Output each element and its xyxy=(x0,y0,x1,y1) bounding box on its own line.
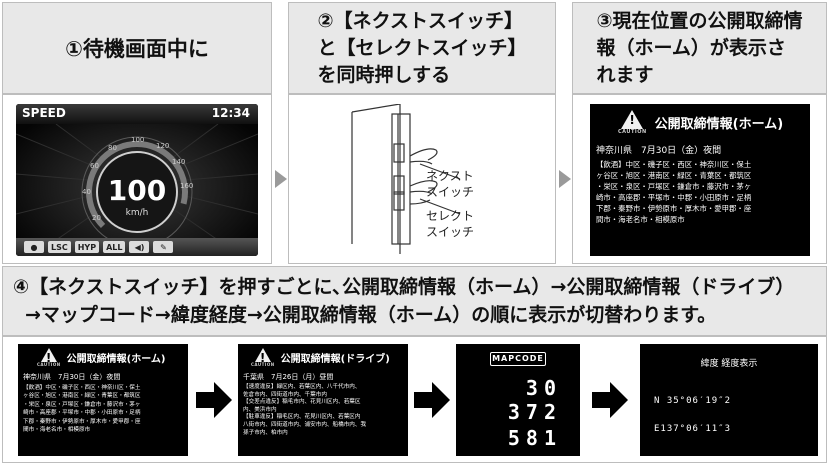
home-info-line: ヶ谷区・旭区・港南区・緑区・青葉区・都筑区 xyxy=(596,171,752,180)
home-info-small-line: ヶ谷区・旭区・港南区・緑区・青葉区・都筑区 xyxy=(23,393,141,400)
latlon-title: 緯度 経度表示 xyxy=(700,359,758,369)
drive-info-title: 公開取締情報(ドライブ) xyxy=(280,354,390,365)
next-switch-label-2: スイッチ xyxy=(426,185,475,199)
settings-icon: ✎ xyxy=(153,241,174,253)
step3-line2: 報（ホーム）が表示さ xyxy=(596,36,786,59)
drive-info-screen: CAUTION 公開取締情報(ドライブ) 千葉県 7月26日（月）昼間 【速度違… xyxy=(238,344,408,456)
volume-icon: ◀) xyxy=(129,241,150,253)
speed-time: 12:34 xyxy=(211,106,250,120)
step2-line2: と【セレクトスイッチ】 xyxy=(317,36,527,59)
step2-frame xyxy=(288,94,556,264)
mapcode-line3: 581 xyxy=(507,426,562,450)
home-info-small-date: 神奈川県 7月30日（金）夜間 xyxy=(23,373,121,381)
lsc-button: LSC xyxy=(48,241,71,253)
drive-info-line: 内、美浜市内 xyxy=(243,406,277,413)
step-arrow-1 xyxy=(275,170,287,188)
step3-header: ③現在位置の公開取締情 報（ホーム）が表示さ れます xyxy=(572,2,827,94)
home-info-small-line: 崎市・高座郡・平塚市・中郡・小田原市・足柄 xyxy=(23,410,141,417)
step4-header: ④【ネクストスイッチ】を押すごとに､公開取締情報（ホーム）→公開取締情報（ドライ… xyxy=(2,266,827,336)
drive-info-date: 千葉県 7月26日（月）昼間 xyxy=(243,373,334,381)
home-info-small-title-row: CAUTION 公開取締情報(ホーム) xyxy=(37,348,183,367)
home-info-line: ・栄区・泉区・戸塚区・鎌倉市・藤沢市・茅ヶ xyxy=(596,182,752,191)
speedometer-gauge xyxy=(81,136,193,248)
caution-icon xyxy=(621,110,644,129)
step-arrow-2 xyxy=(559,170,571,188)
select-switch-label: セレクト スイッチ xyxy=(426,208,474,240)
drive-info-line: 佐倉市内、四街道市内、千葉市内 xyxy=(243,391,327,398)
step4-line1: ④【ネクストスイッチ】を押すごとに､公開取締情報（ホーム）→公開取締情報（ドライ… xyxy=(13,276,795,298)
hyp-button: HYP xyxy=(74,241,100,253)
drive-info-body: 【速度違反】緑区内、若葉区内、八千代市内、 佐倉市内、四街道市内、千葉市内 【交… xyxy=(243,384,403,437)
speed-unit: km/h xyxy=(125,208,149,218)
drive-info-line: 八街市内、四街道市内、浦安市内、船橋市内、我 xyxy=(243,421,367,428)
home-info-line: 下郡・秦野市・伊勢原市・厚木市・愛甲郡・座 xyxy=(596,204,752,213)
home-info-small-line: 間市・海老名市・相模原市 xyxy=(23,427,91,434)
home-info-small-line: ・栄区・泉区・戸塚区・鎌倉市・藤沢市・茅ヶ xyxy=(23,401,141,408)
home-info-small-line: 【飲酒】中区・磯子区・西区・神奈川区・保土 xyxy=(23,385,141,391)
speed-screen: SPEED 12:34 20 40 60 80 100 120 140 160 … xyxy=(16,104,258,256)
mapcode-logo: MAPCODE xyxy=(490,352,546,366)
drive-info-line: 【速度違反】緑区内、若葉区内、八千代市内、 xyxy=(243,384,361,390)
speed-button-bar: ● LSC HYP ALL ◀) ✎ xyxy=(16,238,258,256)
caution-icon xyxy=(254,348,271,365)
next-switch-label: ネクスト スイッチ xyxy=(426,168,474,200)
drive-info-line: 孫子市内、柏市内 xyxy=(243,429,288,436)
gauge-tick-100: 100 xyxy=(131,136,145,144)
home-info-date: 神奈川県 7月30日（金）夜間 xyxy=(596,146,722,156)
speed-top-bar xyxy=(16,104,258,124)
mapcode-screen: MAPCODE 30 372 581 xyxy=(456,344,580,456)
next-switch-label-1: ネクスト xyxy=(426,169,474,183)
latlon-screen: 緯度 経度表示 N 35°06′19″2 E137°06′11″3 xyxy=(640,344,818,456)
latlon-lon: E137°06′11″3 xyxy=(654,424,732,434)
flow-arrow-2 xyxy=(414,382,450,418)
drive-info-title-row: CAUTION 公開取締情報(ドライブ) xyxy=(251,348,403,367)
speed-label: SPEED xyxy=(22,106,66,120)
step3-line3: れます xyxy=(596,63,654,86)
step4-line2: →マップコード→緯度経度→公開取締情報（ホーム）の順に表示が切替わります。 xyxy=(25,304,717,326)
caution-text: CAUTION xyxy=(618,129,647,135)
drive-info-line: 【駐車違反】稲毛区内、花見川区内、若葉区内 xyxy=(243,414,361,421)
caution-icon xyxy=(40,348,57,365)
home-info-small-line: 下郡・秦野市・伊勢原市・厚木市・愛甲郡・座 xyxy=(23,418,141,425)
select-switch-label-2: スイッチ xyxy=(426,225,475,239)
flow-arrow-3 xyxy=(592,382,628,418)
gauge-tick-40: 40 xyxy=(82,188,91,196)
gauge-tick-60: 60 xyxy=(90,162,99,170)
latlon-lat: N 35°06′19″2 xyxy=(654,396,732,406)
step1-text: ①待機画面中に xyxy=(65,37,209,61)
home-info-small-title: 公開取締情報(ホーム) xyxy=(66,354,166,365)
bullet-button: ● xyxy=(24,241,44,253)
step2-line3: を同時押しする xyxy=(317,63,451,86)
device-drawing xyxy=(351,104,461,254)
home-info-title: 公開取締情報(ホーム) xyxy=(654,117,784,132)
home-info-title-row: CAUTION 公開取締情報(ホーム) xyxy=(618,110,804,135)
home-info-line: 【飲酒】中区・磯子区・西区・神奈川区・保土 xyxy=(596,160,752,169)
home-info-body: 【飲酒】中区・磯子区・西区・神奈川区・保土 ヶ谷区・旭区・港南区・緑区・青葉区・… xyxy=(596,159,804,225)
step2-line1: ②【ネクストスイッチ】 xyxy=(317,9,524,32)
select-switch-label-1: セレクト xyxy=(426,209,475,223)
device-illustration: ネクスト スイッチ セレクト スイッチ xyxy=(330,104,530,254)
all-button: ALL xyxy=(103,241,126,253)
home-info-line: 間市・海老名市・相模原市 xyxy=(596,215,685,224)
mapcode-line2: 372 xyxy=(507,400,562,424)
home-info-screen: CAUTION 公開取締情報(ホーム) 神奈川県 7月30日（金）夜間 【飲酒】… xyxy=(590,104,810,256)
gauge-tick-160: 160 xyxy=(180,182,194,190)
home-info-small-screen: CAUTION 公開取締情報(ホーム) 神奈川県 7月30日（金）夜間 【飲酒】… xyxy=(18,344,188,456)
gauge-tick-80: 80 xyxy=(108,144,117,152)
gauge-tick-20: 20 xyxy=(92,214,101,222)
speed-value: 100 xyxy=(107,174,167,207)
flow-arrow-1 xyxy=(196,382,232,418)
step3-line1: ③現在位置の公開取締情 xyxy=(596,9,803,32)
mapcode-line1: 30 xyxy=(525,376,562,400)
gauge-tick-140: 140 xyxy=(172,158,186,166)
drive-info-line: 【交差点違反】稲毛市内、花見川区内、若葉区 xyxy=(243,399,361,406)
step2-header: ②【ネクストスイッチ】 と【セレクトスイッチ】 を同時押しする xyxy=(288,2,556,94)
step1-header: ①待機画面中に xyxy=(2,2,272,94)
gauge-tick-120: 120 xyxy=(156,142,170,150)
home-info-small-body: 【飲酒】中区・磯子区・西区・神奈川区・保土 ヶ谷区・旭区・港南区・緑区・青葉区・… xyxy=(23,384,183,434)
home-info-line: 崎市・高座郡・平塚市・中郡・小田原市・足柄 xyxy=(596,193,752,202)
